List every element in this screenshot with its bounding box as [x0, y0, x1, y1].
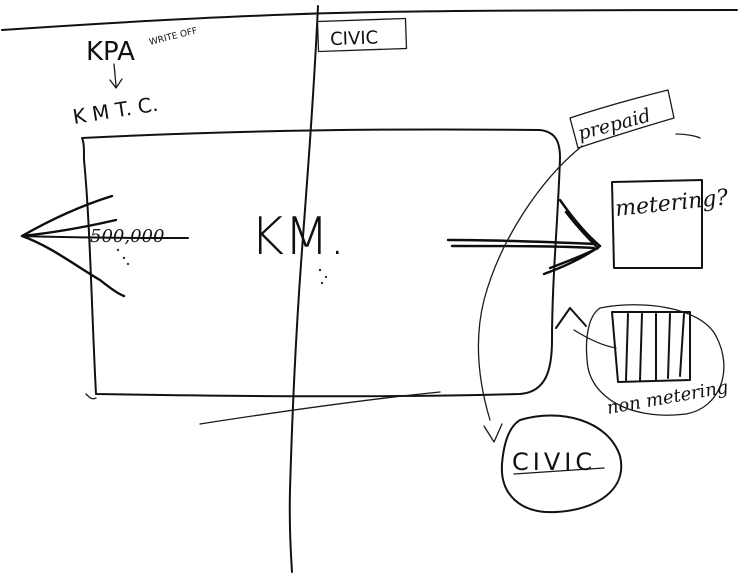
km-main-box: [81, 128, 561, 398]
civic-top-box: [316, 17, 408, 53]
right-edge-dash: [675, 133, 701, 139]
non-metering-label: non metering: [605, 377, 730, 419]
left-dot-3: [126, 262, 130, 266]
left-dot-1: [116, 248, 120, 252]
civic-top-label: CIVIC: [330, 27, 379, 50]
km-label: KM.: [250, 207, 346, 267]
prepaid-label: prepaid: [576, 104, 653, 144]
metering-label: metering?: [614, 185, 730, 222]
left-arrow-note: 500,000: [90, 226, 164, 247]
write-off-note: WRITE OFF: [148, 26, 198, 48]
km-dot-1: [318, 268, 322, 272]
right-arrow-shaft: [446, 238, 598, 250]
metering-box: [611, 179, 703, 269]
bottom-slant-line: [199, 391, 441, 425]
bottom-left-tick: [85, 393, 97, 400]
up-arrow: [555, 307, 587, 329]
top-rule-line: [1, 9, 738, 31]
km-dot-2: [324, 275, 328, 279]
kpa-label: KPA: [86, 37, 135, 67]
non-metering-box: [611, 311, 691, 383]
right-arrowhead: [542, 198, 602, 276]
civic-bottom-circle: [500, 414, 623, 514]
left-arrow-shaft: [21, 235, 189, 239]
non-metering-connector: [573, 329, 617, 349]
civic-arrowhead: [483, 423, 503, 443]
vertical-divider-line: [288, 5, 319, 573]
left-arrowhead: [20, 194, 126, 298]
kpa-down-arrow: [109, 63, 123, 89]
civic-bottom-underline: [513, 467, 605, 475]
left-dot-2: [122, 256, 126, 260]
prepaid-box: [569, 89, 675, 149]
prepaid-to-civic-curve: [477, 145, 583, 421]
kmtc-label: K M T. C.: [71, 92, 160, 129]
km-dot-3: [320, 281, 324, 285]
